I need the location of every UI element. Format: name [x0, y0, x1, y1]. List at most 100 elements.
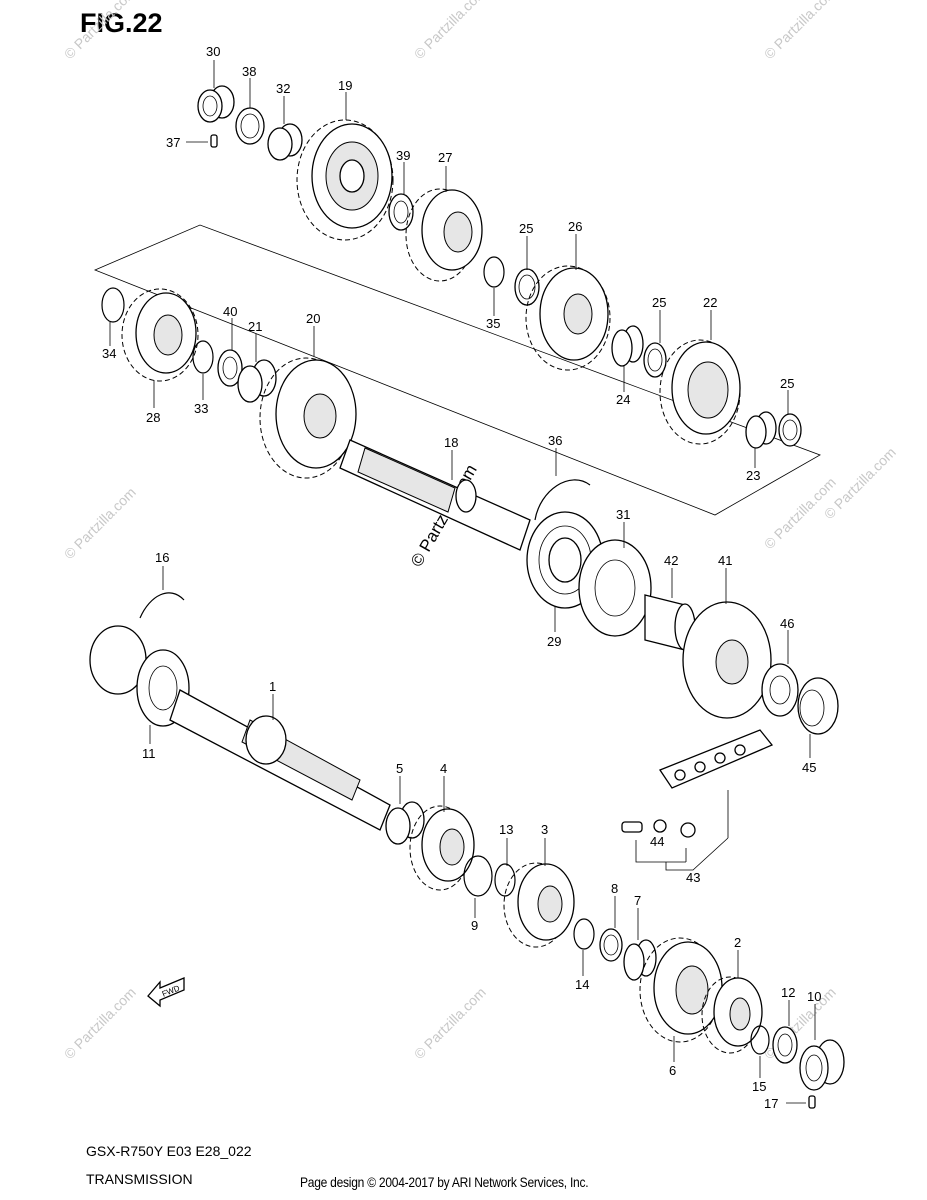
section-name: TRANSMISSION — [86, 1171, 193, 1187]
part-31-oil-seal — [578, 539, 652, 637]
label-part-23: 23 — [746, 468, 760, 483]
label-part-24: 24 — [616, 392, 630, 407]
label-part-37: 37 — [166, 135, 180, 150]
watermark: © Partzilla.com — [61, 484, 139, 562]
part-6-gear — [639, 937, 723, 1043]
label-part-40: 40 — [223, 304, 237, 319]
label-part-18: 18 — [444, 435, 458, 450]
part-36-clip — [534, 479, 591, 521]
fwd-arrow-icon: FWD — [147, 977, 185, 1008]
label-part-8: 8 — [611, 881, 618, 896]
label-part-7: 7 — [634, 893, 641, 908]
watermark: © Partzilla.com — [61, 0, 139, 62]
part-16-clip — [139, 592, 185, 619]
label-part-41: 41 — [718, 553, 732, 568]
label-part-34: 34 — [102, 346, 116, 361]
label-part-39: 39 — [396, 148, 410, 163]
part-22-gear — [659, 339, 741, 445]
part-25-washer-c — [778, 413, 802, 447]
label-part-17: 17 — [764, 1096, 778, 1111]
part-1-drive-shaft — [169, 689, 391, 831]
label-part-42: 42 — [664, 553, 678, 568]
part-38-washer — [235, 107, 265, 145]
figure-title: FIG.22 — [80, 8, 163, 38]
label-part-45: 45 — [802, 760, 816, 775]
label-part-25c: 25 — [780, 376, 794, 391]
label-part-29: 29 — [547, 634, 561, 649]
part-28-gear — [121, 288, 199, 382]
part-7-bearing — [623, 939, 657, 981]
part-32-bushing — [267, 123, 303, 161]
part-19-gear — [296, 119, 394, 241]
group-outline — [93, 224, 821, 516]
label-part-15: 15 — [752, 1079, 766, 1094]
label-part-14: 14 — [575, 977, 589, 992]
part-21-bushing — [237, 359, 277, 403]
part-33-circlip — [192, 340, 214, 374]
label-part-46: 46 — [780, 616, 794, 631]
part-27-gear — [405, 188, 483, 282]
part-13-circlip — [494, 863, 516, 897]
label-part-12: 12 — [781, 985, 795, 1000]
part-14-circlip — [573, 918, 595, 950]
part-26-gear — [525, 265, 611, 371]
watermark: © Partzilla.com — [761, 0, 839, 62]
label-part-33: 33 — [194, 401, 208, 416]
part-46-washer — [761, 663, 799, 717]
label-part-6: 6 — [669, 1063, 676, 1078]
part-9-washer — [463, 855, 493, 897]
label-part-44: 44 — [650, 834, 664, 849]
label-part-31: 31 — [616, 507, 630, 522]
part-25-washer-b — [643, 342, 667, 378]
part-41-sprocket — [682, 601, 772, 719]
part-labels: 30 38 32 19 37 39 27 25 26 35 25 22 24 2… — [102, 44, 821, 1111]
chain-leader — [635, 790, 729, 871]
leader-lines — [109, 60, 816, 1104]
label-part-43: 43 — [686, 870, 700, 885]
label-part-3: 3 — [541, 822, 548, 837]
part-15-circlip — [750, 1025, 770, 1055]
label-part-27: 27 — [438, 150, 452, 165]
label-part-19: 19 — [338, 78, 352, 93]
watermark: © Partzilla.com — [61, 984, 139, 1062]
part-37-pin — [210, 134, 218, 148]
label-part-21: 21 — [248, 319, 262, 334]
label-part-35: 35 — [486, 316, 500, 331]
part-34-circlip — [101, 287, 125, 323]
part-24-bearing — [611, 325, 644, 367]
part-3-gear — [503, 862, 575, 948]
part-4-gear — [409, 805, 475, 891]
part-20-gear — [259, 357, 357, 479]
model-code: GSX-R750Y E03 E28_022 — [86, 1143, 252, 1159]
part-17-pin — [808, 1095, 816, 1109]
label-part-36: 36 — [548, 433, 562, 448]
part-43-chain — [659, 729, 774, 789]
part-2-gear — [701, 976, 763, 1054]
label-part-22: 22 — [703, 295, 717, 310]
part-5-bushing — [385, 801, 425, 845]
part-40-washer — [217, 349, 243, 387]
part-30-bearing — [197, 85, 235, 123]
watermark: © Partzilla.com — [411, 0, 489, 62]
part-23-bearing — [745, 411, 777, 449]
label-part-5: 5 — [396, 761, 403, 776]
label-part-4: 4 — [440, 761, 447, 776]
part-35-circlip — [483, 256, 505, 288]
label-part-9: 9 — [471, 918, 478, 933]
part-18-countershaft — [339, 439, 531, 551]
label-part-13: 13 — [499, 822, 513, 837]
label-part-26: 26 — [568, 219, 582, 234]
label-part-25a: 25 — [519, 221, 533, 236]
part-12-washer — [772, 1026, 798, 1064]
label-part-25b: 25 — [652, 295, 666, 310]
label-part-10: 10 — [807, 989, 821, 1004]
watermark: © Partzilla.com — [411, 984, 489, 1062]
label-part-30: 30 — [206, 44, 220, 59]
label-part-28: 28 — [146, 410, 160, 425]
part-10-bearing — [799, 1039, 845, 1091]
label-part-16: 16 — [155, 550, 169, 565]
label-part-32: 32 — [276, 81, 290, 96]
label-part-1: 1 — [269, 679, 276, 694]
label-part-2: 2 — [734, 935, 741, 950]
